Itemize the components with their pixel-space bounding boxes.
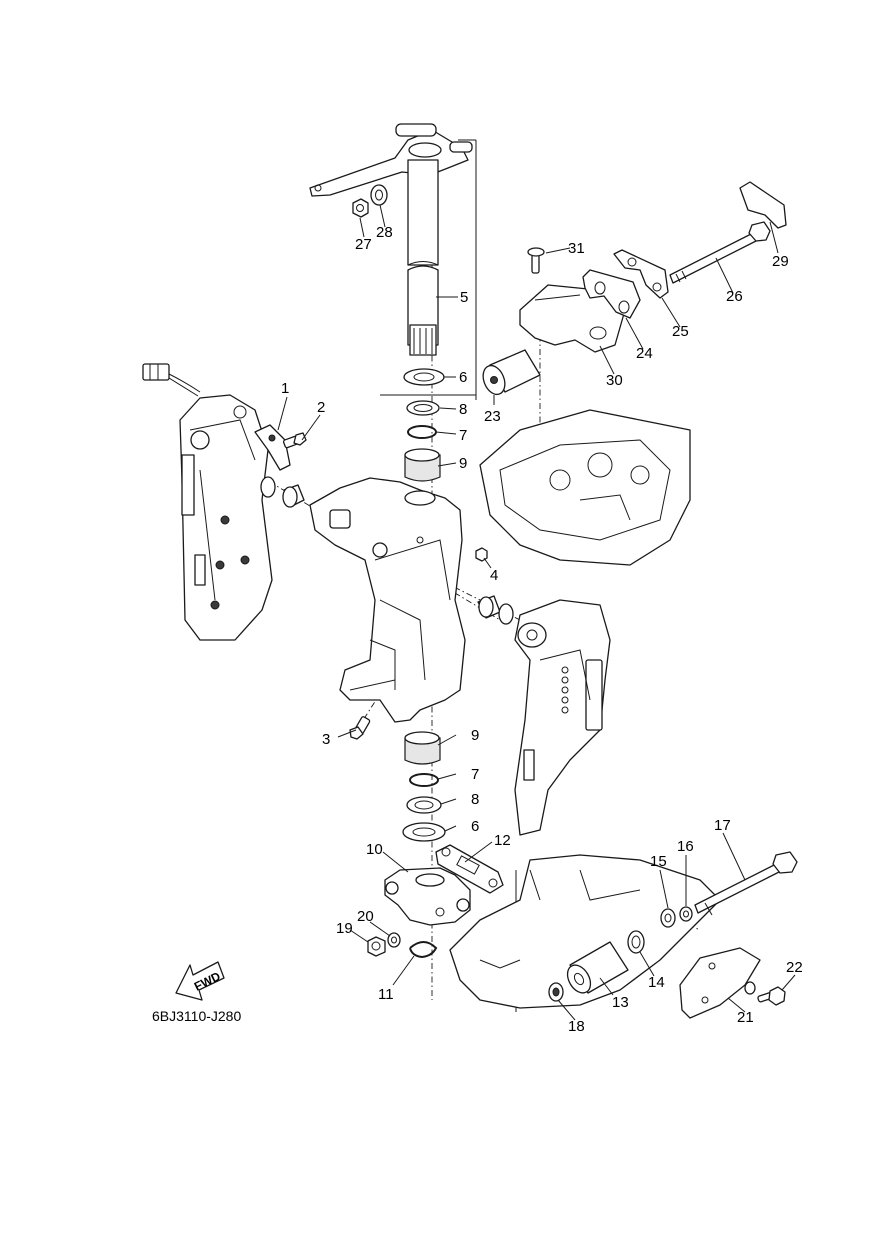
engine-mounting-base xyxy=(479,409,691,566)
fwd-direction-arrow: FWD xyxy=(175,961,225,1001)
callout-17: 17 xyxy=(714,817,731,834)
callout-10: 10 xyxy=(366,841,383,858)
mount-13 xyxy=(566,941,629,994)
trim-sensor-1 xyxy=(254,424,291,471)
callout-21: 21 xyxy=(737,1009,754,1026)
screw-3 xyxy=(349,716,371,740)
washer-18 xyxy=(548,982,564,1002)
callout-8-upper: 8 xyxy=(459,401,467,418)
callout-20: 20 xyxy=(357,908,374,925)
callout-9-upper: 9 xyxy=(459,455,467,472)
bolt-22 xyxy=(744,981,786,1006)
callout-15: 15 xyxy=(650,853,667,870)
callout-25: 25 xyxy=(672,323,689,340)
callout-30: 30 xyxy=(606,372,623,389)
washer-20 xyxy=(387,932,401,948)
callout-9-lower: 9 xyxy=(471,727,479,744)
right-clamp-bracket xyxy=(514,599,611,836)
callout-26: 26 xyxy=(726,288,743,305)
callout-28: 28 xyxy=(376,224,393,241)
callout-11: 11 xyxy=(378,986,394,1003)
callout-labels: 1 2 3 4 5 6 6 7 7 8 8 9 9 10 11 12 13 14… xyxy=(281,224,803,1035)
tilt-bushings-left xyxy=(260,476,305,508)
upper-bushings xyxy=(403,368,445,482)
diagram-code: 6BJ3110-J280 xyxy=(152,1008,241,1024)
bolt-17 xyxy=(694,851,798,916)
plate-12 xyxy=(435,844,504,894)
cover-24 xyxy=(582,269,641,319)
washer-16 xyxy=(679,906,693,922)
tilt-bushings-right xyxy=(477,595,514,625)
callout-8-lower: 8 xyxy=(471,791,479,808)
screw-2 xyxy=(282,432,307,449)
washer-14 xyxy=(627,930,645,954)
left-clamp-bracket xyxy=(179,394,273,641)
callout-14: 14 xyxy=(648,974,665,991)
callout-18: 18 xyxy=(568,1018,585,1035)
circlip-11 xyxy=(409,941,438,959)
callout-31: 31 xyxy=(568,240,585,257)
callout-7-lower: 7 xyxy=(471,766,479,783)
trim-sensor-cable xyxy=(142,363,201,397)
callout-6-upper: 6 xyxy=(459,369,467,386)
nut-27 xyxy=(352,198,369,218)
nut-4 xyxy=(475,547,488,562)
callout-13: 13 xyxy=(612,994,629,1011)
callout-2: 2 xyxy=(317,399,325,416)
callout-6-lower: 6 xyxy=(471,818,479,835)
callout-22: 22 xyxy=(786,959,803,976)
callout-19: 19 xyxy=(336,920,353,937)
bolt-31 xyxy=(527,247,545,274)
callout-29: 29 xyxy=(772,253,789,270)
callout-1: 1 xyxy=(281,380,289,397)
mount-bracket-30 xyxy=(519,284,626,353)
swivel-bracket xyxy=(309,477,466,723)
callout-23: 23 xyxy=(484,408,501,425)
callout-16: 16 xyxy=(677,838,694,855)
lower-casing xyxy=(449,854,721,1009)
mount-23 xyxy=(482,349,541,396)
lower-mount-bracket-10 xyxy=(384,867,471,926)
bolt-26 xyxy=(669,221,771,284)
plate-25 xyxy=(613,249,669,299)
callout-24: 24 xyxy=(636,345,653,362)
washer-15 xyxy=(660,908,676,928)
callout-4: 4 xyxy=(490,567,498,584)
callout-7-upper: 7 xyxy=(459,427,467,444)
leader-lines xyxy=(277,204,796,1021)
callout-5: 5 xyxy=(460,289,468,306)
plate-29 xyxy=(739,181,787,229)
callout-27: 27 xyxy=(355,236,372,253)
washer-28 xyxy=(370,184,388,206)
nut-19 xyxy=(367,936,386,957)
lower-bushings xyxy=(402,731,446,842)
callout-3: 3 xyxy=(322,731,330,748)
steering-shaft xyxy=(309,123,473,356)
callout-12: 12 xyxy=(494,832,511,849)
